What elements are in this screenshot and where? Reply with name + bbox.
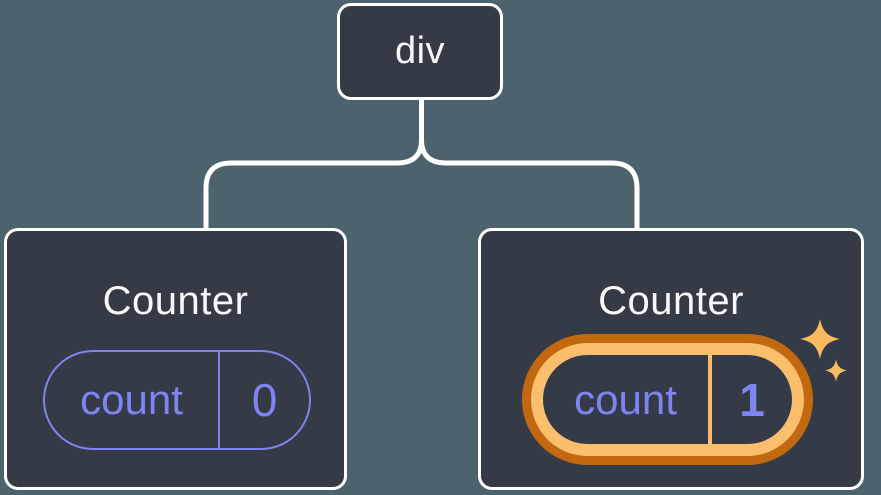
pill-divider [218, 352, 220, 448]
counter-card-right-highlighted: Counter count 1 [478, 228, 864, 490]
sparkle-large [800, 319, 840, 359]
root-node-label: div [394, 30, 446, 72]
highlight-ring-outer: count 1 [522, 334, 813, 465]
state-value: 0 [251, 374, 278, 426]
state-pill: count 1 [543, 355, 792, 444]
state-key-label: count [80, 376, 183, 423]
root-node: div [337, 3, 503, 100]
sparkle-small [825, 359, 847, 382]
connector-branch-right [419, 137, 640, 231]
pill-divider [708, 355, 712, 444]
state-key-label: count [574, 375, 677, 423]
counter-card-left: Counter count 0 [4, 228, 347, 490]
state-pill: count 0 [43, 350, 311, 450]
connector-branch-left [203, 137, 424, 231]
state-value: 1 [739, 373, 765, 426]
card-title: Counter [598, 279, 744, 323]
card-title: Counter [102, 279, 249, 323]
